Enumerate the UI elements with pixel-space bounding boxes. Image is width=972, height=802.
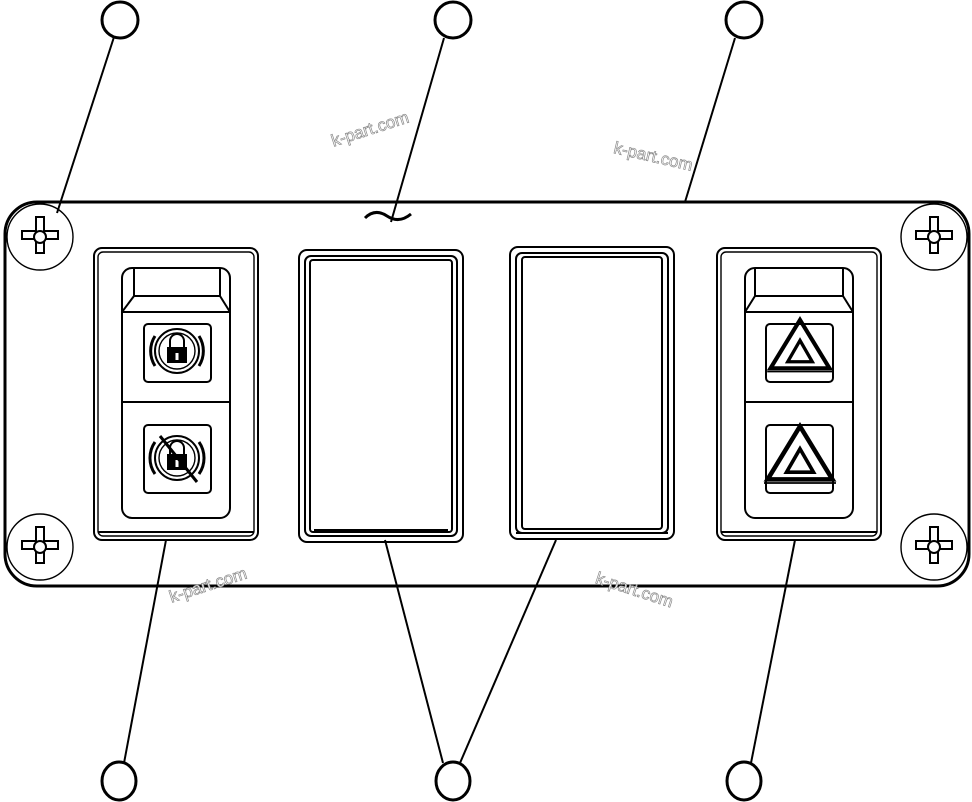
break-symbol <box>363 211 412 221</box>
callout-top-center[interactable] <box>433 0 473 40</box>
blank-plug-2 <box>509 246 675 540</box>
hazard-triangle-icon <box>765 320 833 383</box>
callout-top-right[interactable] <box>724 0 764 40</box>
callout-top-left[interactable] <box>100 0 140 40</box>
callout-bottom-right[interactable] <box>725 760 763 802</box>
parking-brake-lock-icon <box>143 323 212 383</box>
panel-plate <box>3 200 971 588</box>
leader-lines <box>56 36 796 764</box>
parking-brake-switch <box>93 247 259 541</box>
callout-bottom-left[interactable] <box>100 760 138 802</box>
screw-top-left <box>6 203 74 271</box>
callout-bottom-center[interactable] <box>434 760 472 802</box>
screw-bottom-left <box>6 513 74 581</box>
screw-top-right <box>900 203 968 271</box>
hazard-triangle-icon <box>764 424 836 494</box>
hazard-switch <box>716 247 882 541</box>
screw-bottom-right <box>900 513 968 581</box>
parking-brake-release-icon <box>143 424 212 494</box>
blank-plug-1 <box>298 249 464 543</box>
